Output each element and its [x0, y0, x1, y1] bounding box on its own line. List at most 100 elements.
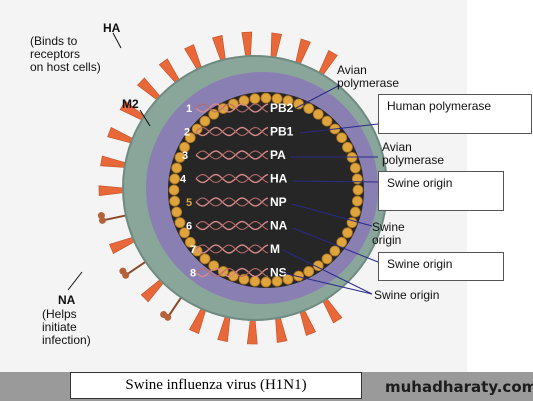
rna-strand	[195, 244, 269, 254]
bead	[238, 95, 250, 107]
rna-strand	[195, 244, 269, 254]
bead	[174, 217, 186, 229]
segment-name: NS	[270, 266, 287, 280]
leader-m2	[139, 109, 151, 127]
bead	[271, 275, 283, 287]
avian-polymerase-1-line1: Avian	[337, 63, 367, 77]
rna-strand	[195, 197, 269, 207]
rna-segments: 1 PB2 2 PB1 3 PA 4 HA 5 NP 6 NA 7 M 8 NS	[180, 101, 294, 280]
bead	[342, 141, 353, 153]
segment-number: 3	[182, 150, 188, 162]
bead	[351, 195, 363, 207]
swine-origin-1-line1: Swine	[372, 220, 405, 234]
leader-swine-bottom-1	[282, 249, 373, 295]
rna-strand	[195, 220, 269, 231]
rna-strand	[195, 126, 269, 137]
na-title: NA	[58, 293, 76, 307]
segment-name: PB1	[270, 125, 294, 139]
segment-name: M	[270, 242, 280, 256]
rna-strand	[195, 150, 269, 160]
rna-strand	[195, 173, 269, 184]
bead	[352, 184, 364, 196]
swine-origin-1-line2: origin	[372, 233, 401, 247]
na-desc-line1: (Helps	[42, 307, 77, 321]
bead	[342, 227, 353, 239]
bead	[303, 266, 315, 277]
bead	[199, 253, 211, 265]
leader-human	[299, 123, 379, 134]
segment-name: NA	[270, 219, 288, 233]
na-desc-line2: initiate	[42, 320, 77, 334]
bead	[179, 141, 190, 153]
bead	[293, 98, 305, 110]
bead	[312, 108, 324, 120]
segment-number: 1	[186, 103, 192, 115]
bead	[329, 245, 341, 257]
rna-strand	[195, 173, 269, 184]
bead	[321, 253, 333, 265]
bead	[208, 108, 220, 120]
segment-name: PA	[270, 148, 286, 162]
bead	[169, 173, 181, 185]
bead	[271, 93, 283, 105]
rna-strand	[195, 103, 269, 113]
segment-number: 5	[186, 197, 192, 209]
leader-swine-bottom-2	[282, 272, 373, 295]
avian-polymerase-2-line1: Avian	[382, 140, 412, 154]
viral-core	[168, 92, 364, 288]
rna-strand	[195, 150, 269, 160]
ha-title: HA	[103, 21, 121, 35]
segment-number: 6	[186, 221, 192, 233]
bead	[184, 236, 196, 248]
bead	[351, 173, 363, 185]
rna-strand	[195, 267, 269, 278]
bead	[169, 195, 181, 207]
leader-swine-origin	[291, 203, 373, 227]
swine-origin-box-2: Swine origin	[378, 252, 504, 281]
segment-name: PB2	[270, 101, 294, 115]
bead	[171, 206, 183, 218]
bead	[171, 162, 183, 174]
swine-origin-bottom: Swine origin	[374, 288, 439, 302]
segment-number: 2	[184, 127, 190, 139]
rna-strand	[195, 103, 269, 113]
segment-number: 8	[190, 268, 196, 280]
bead	[249, 275, 261, 287]
bead	[191, 245, 203, 257]
avian-polymerase-2-line2: polymerase	[382, 153, 444, 167]
ha-desc-line1: (Binds to	[30, 34, 78, 48]
bead	[174, 151, 186, 163]
rna-strand	[195, 197, 269, 207]
leader-avian-1	[295, 84, 341, 109]
swine-origin-box-1: Swine origin	[378, 171, 504, 211]
ha-desc-line3: on host cells)	[30, 60, 101, 74]
bead	[321, 115, 333, 127]
watermark: muhadharaty.com	[385, 378, 533, 396]
bead	[303, 103, 315, 114]
bead	[336, 132, 348, 144]
segment-number: 4	[180, 174, 187, 186]
bead	[282, 95, 294, 107]
bead	[184, 132, 196, 144]
rna-strand	[195, 267, 269, 278]
bead	[249, 93, 261, 105]
bead	[293, 270, 305, 282]
leader-na	[67, 271, 83, 291]
bead	[349, 206, 361, 218]
na-desc-line3: infection)	[42, 333, 91, 347]
bead	[168, 184, 180, 196]
bead	[199, 115, 211, 127]
leader-ha	[112, 32, 122, 49]
human-polymerase-box: Human polymerase	[378, 94, 532, 134]
rna-strand	[195, 220, 269, 231]
ha-desc-line2: receptors	[30, 47, 80, 61]
bead	[179, 227, 190, 239]
segment-name: HA	[270, 172, 288, 186]
leader-lines	[282, 84, 379, 295]
segment-name: NP	[270, 195, 287, 209]
rna-strand	[195, 126, 269, 137]
leader-swine-box-1	[292, 180, 379, 183]
avian-polymerase-1-line2: polymerase	[337, 76, 399, 90]
segment-number: 7	[190, 244, 196, 256]
